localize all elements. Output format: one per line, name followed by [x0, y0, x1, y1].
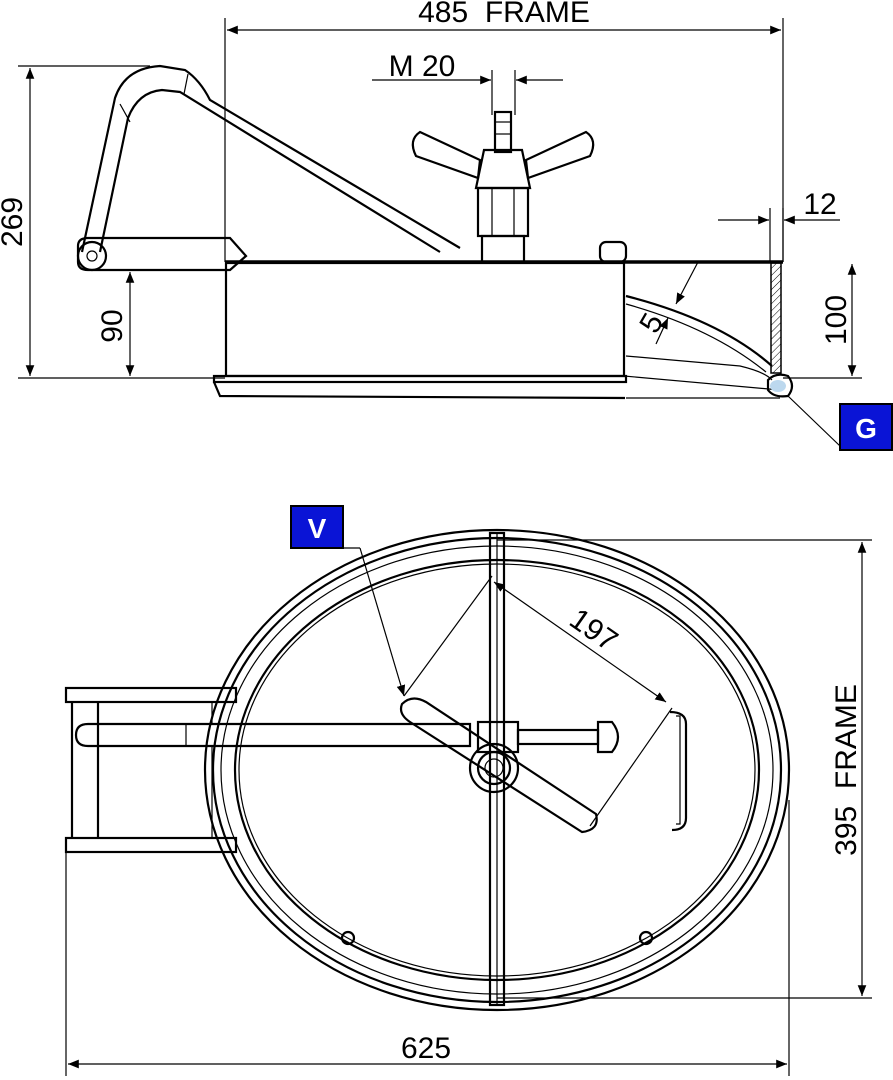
frame-depth-label: 100 [820, 295, 853, 345]
cover-body [212, 260, 794, 400]
thread-label: M 20 [389, 50, 456, 83]
handwheel-side [411, 110, 628, 264]
dimension-thread: M 20 [372, 50, 563, 115]
dimension-frame-height: 395 FRAME [497, 539, 872, 999]
cover-crossbar [488, 531, 506, 1007]
hinge-arm-top [74, 722, 472, 748]
frame-section [770, 262, 782, 374]
bolt-icon [638, 930, 654, 946]
gasket-badge: G [787, 395, 893, 451]
dimension-hinge-height: 90 [96, 272, 135, 376]
spindle-top [476, 720, 620, 754]
gasket-badge-label: G [855, 413, 877, 444]
dimension-total-height: 269 [0, 65, 225, 379]
side-view: 485 FRAME M 20 269 90 [0, 0, 893, 451]
dimension-handle-radius: 197 [403, 575, 673, 827]
dimension-frame-depth: 100 [783, 264, 862, 379]
frame-thickness-label: 12 [803, 188, 836, 221]
handle-radius-label: 197 [563, 602, 623, 658]
overall-width-label: 625 [401, 1032, 451, 1065]
dimension-wall: 5 [633, 261, 699, 345]
dimension-overall-width: 625 [65, 800, 790, 1076]
bolt-icon [340, 930, 356, 946]
top-view: V [64, 505, 872, 1076]
hinge-pivot-icon [76, 240, 108, 272]
hinge-height-label: 90 [96, 309, 129, 342]
frame-height-label: 395 FRAME [830, 684, 863, 856]
gasket-section [766, 373, 794, 398]
handwheel-top [399, 697, 598, 834]
handle-top [669, 710, 688, 832]
gasket-fill [770, 380, 786, 392]
hinge-plates [64, 686, 238, 854]
dimension-frame-thickness: 12 [718, 188, 840, 262]
hinge-arm [76, 64, 461, 272]
valve-badge-label: V [308, 513, 327, 544]
total-height-label: 269 [0, 197, 29, 247]
frame-width-label: 485 FRAME [418, 0, 590, 29]
dimension-frame-width: 485 FRAME [224, 0, 784, 262]
valve-badge: V [290, 505, 406, 697]
